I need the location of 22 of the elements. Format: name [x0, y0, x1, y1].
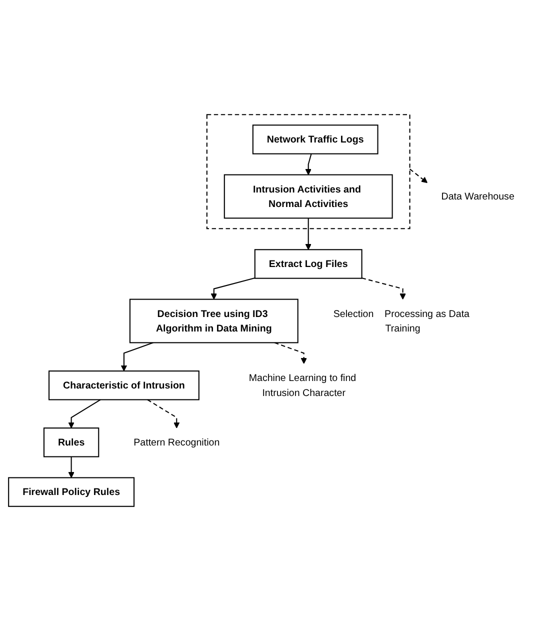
node-box: Network Traffic Logs: [252, 124, 378, 154]
node-box: Characteristic of Intrusion: [48, 370, 200, 400]
cluster: [206, 114, 410, 230]
node-text: Data Warehouse: [441, 190, 514, 202]
arrow: [68, 399, 101, 428]
node-box: Firewall Policy Rules: [8, 477, 135, 507]
arrow: [147, 399, 180, 428]
node-box: Intrusion Activities and Normal Activities: [224, 174, 393, 219]
node-text: Pattern Recognition: [134, 436, 220, 448]
arrow: [409, 168, 428, 184]
arrow: [68, 456, 74, 478]
arrow: [305, 154, 312, 176]
arrow: [274, 342, 307, 364]
node-box: Rules: [43, 428, 100, 458]
node-text: Selection Processing as Data Training: [333, 308, 470, 334]
arrow: [120, 342, 154, 372]
node-text: Machine Learning to find Intrusion Character: [248, 372, 356, 398]
arrow: [305, 218, 312, 250]
node-box: Decision Tree using ID3 Algorithm in Data Mining: [129, 298, 298, 344]
arrow: [362, 278, 406, 300]
arrow: [210, 278, 256, 300]
node-box: Extract Log Files: [254, 249, 362, 279]
